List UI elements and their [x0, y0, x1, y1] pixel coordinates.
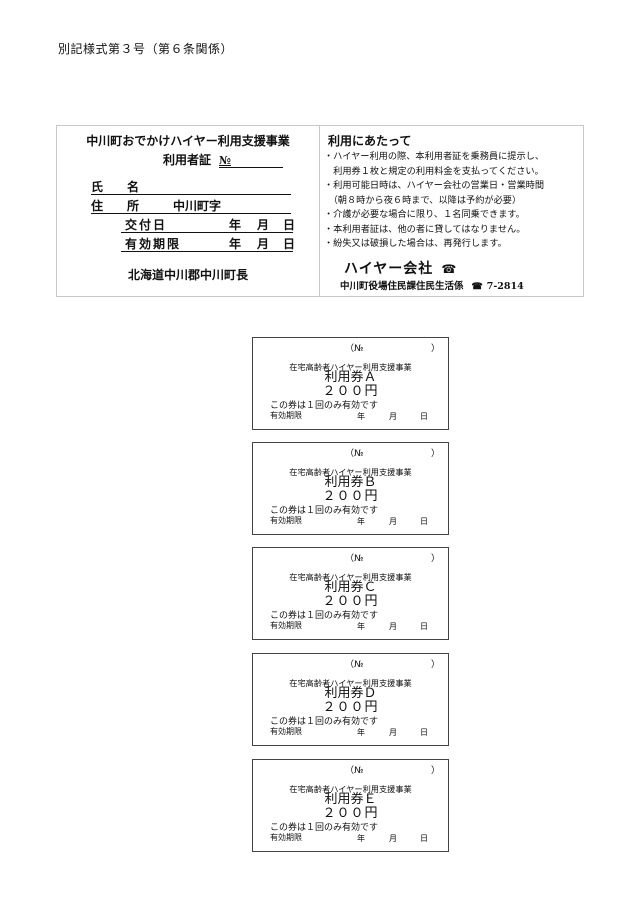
name-label-1: 氏: [91, 180, 104, 194]
issuer: 北海道中川郡中川町長: [127, 268, 248, 282]
ticket-day-label: 日: [420, 728, 428, 737]
usage-title: 利用にあたって: [328, 134, 412, 148]
phone-icon: ☎: [441, 262, 458, 276]
ticket-day-label: 日: [420, 412, 428, 421]
ticket-number-label: （№: [345, 660, 364, 670]
ticket-validity-note: この券は１回のみ有効です: [270, 823, 379, 833]
ticket-name: 利用券Ａ: [324, 370, 377, 385]
certificate-subtitle: 利用者証 №: [163, 151, 284, 168]
ticket-program: 在宅高齢者ハイヤー利用支援事業: [289, 678, 412, 688]
ticket-expiry-label: 有効期限: [270, 727, 302, 736]
ticket-month-label: 月: [389, 834, 397, 843]
issue-day-label: 日: [283, 218, 296, 232]
ticket-program: 在宅高齢者ハイヤー利用支援事業: [289, 784, 412, 794]
ticket-year-label: 年: [357, 728, 365, 737]
ticket-validity-note: この券は１回のみ有効です: [270, 717, 379, 727]
ticket-year-label: 年: [357, 834, 365, 843]
phone-icon: ☎: [471, 282, 483, 292]
certificate-number-field: №: [219, 154, 284, 168]
ticket: （№ ） 在宅高齢者ハイヤー利用支援事業 利用券Ｃ ２００円 この券は１回のみ有…: [252, 547, 449, 640]
ticket-number-close: ）: [431, 554, 441, 564]
office-line: 中川町役場住民課住民生活係 ☎7-2814: [340, 278, 524, 292]
usage-notes: ・ハイヤー利用の際、本利用者証を乗務員に提示し、 利用券１枚と規定の利用料金を支…: [324, 150, 580, 252]
ticket-month-label: 月: [389, 728, 397, 737]
ticket-number-label: （№: [345, 554, 364, 564]
certificate-back: 利用にあたって ・ハイヤー利用の際、本利用者証を乗務員に提示し、 利用券１枚と規…: [320, 126, 584, 296]
issue-year-label: 年: [229, 218, 242, 232]
ticket-month-label: 月: [389, 517, 397, 526]
name-field: 氏 名: [91, 178, 291, 195]
ticket-name: 利用券Ｃ: [324, 580, 377, 595]
ticket: （№ ） 在宅高齢者ハイヤー利用支援事業 利用券Ｂ ２００円 この券は１回のみ有…: [252, 442, 449, 535]
ticket-number-label: （№: [345, 344, 364, 354]
ticket-month-label: 月: [389, 412, 397, 421]
office-name: 中川町役場住民課住民生活係: [340, 281, 464, 292]
form-number: 別記様式第３号（第６条関係）: [58, 42, 234, 56]
usage-note: 利用券１枚と規定の利用料金を支払ってください。: [324, 165, 544, 177]
certificate-title: 中川町おでかけハイヤー利用支援事業: [86, 134, 290, 148]
ticket-program: 在宅高齢者ハイヤー利用支援事業: [289, 572, 412, 582]
ticket-number-close: ）: [431, 449, 441, 459]
usage-note: （朝８時から夜６時まで、以降は予約が必要）: [324, 194, 522, 206]
ticket-number-close: ）: [431, 766, 441, 776]
ticket-program: 在宅高齢者ハイヤー利用支援事業: [289, 362, 412, 372]
company-line: ハイヤー会社 ☎: [344, 258, 457, 278]
ticket-year-label: 年: [357, 517, 365, 526]
usage-note: ・介護が必要な場合に限り、１名同乗できます。: [324, 209, 525, 220]
issue-month-label: 月: [257, 218, 270, 232]
ticket-day-label: 日: [420, 834, 428, 843]
expiry-year-label: 年: [229, 237, 242, 251]
issue-date-field: 交付日 年 月 日: [121, 216, 296, 233]
ticket-expiry-label: 有効期限: [270, 516, 302, 525]
ticket-name: 利用券Ｂ: [324, 475, 377, 490]
ticket-amount: ２００円: [322, 384, 379, 399]
expiry-date-field: 有効期限 年 月 日: [121, 235, 296, 252]
usage-note: ・本利用者証は、他の者に貸してはなりません。: [324, 223, 526, 235]
expiry-day-label: 日: [283, 237, 296, 251]
usage-note: ・ハイヤー利用の際、本利用者証を乗務員に提示し、: [324, 151, 545, 162]
address-label-2: 所: [127, 199, 140, 213]
ticket-number-close: ）: [431, 660, 441, 670]
ticket-program: 在宅高齢者ハイヤー利用支援事業: [289, 467, 412, 477]
ticket-name: 利用券Ｄ: [324, 686, 377, 701]
ticket: （№ ） 在宅高齢者ハイヤー利用支援事業 利用券Ａ ２００円 この券は１回のみ有…: [252, 337, 449, 430]
certificate-front: 中川町おでかけハイヤー利用支援事業 利用者証 № 氏 名 住 所 中川町字 交付日…: [57, 126, 320, 296]
address-field: 住 所 中川町字: [91, 197, 291, 214]
ticket-validity-note: この券は１回のみ有効です: [270, 611, 379, 621]
subtitle-text: 利用者証: [163, 153, 212, 167]
ticket-validity-note: この券は１回のみ有効です: [270, 506, 379, 516]
ticket-year-label: 年: [357, 412, 365, 421]
issue-date-label: 交付日: [125, 218, 168, 232]
ticket-amount: ２００円: [322, 700, 379, 715]
ticket-amount: ２００円: [322, 806, 379, 821]
usage-note: ・利用可能日時は、ハイヤー会社の営業日・営業時間: [324, 180, 545, 191]
ticket: （№ ） 在宅高齢者ハイヤー利用支援事業 利用券Ｅ ２００円 この券は１回のみ有…: [252, 759, 449, 852]
ticket-amount: ２００円: [322, 594, 379, 609]
ticket-number-close: ）: [431, 344, 441, 354]
name-label-2: 名: [127, 180, 140, 194]
ticket-validity-note: この券は１回のみ有効です: [270, 401, 379, 411]
ticket-day-label: 日: [420, 517, 428, 526]
usage-note: ・紛失又は破損した場合は、再発行します。: [324, 238, 507, 249]
ticket-expiry-label: 有効期限: [270, 621, 302, 630]
ticket-name: 利用券Ｅ: [324, 792, 377, 807]
address-label-1: 住: [91, 199, 104, 213]
ticket-number-label: （№: [345, 449, 364, 459]
ticket-number-label: （№: [345, 766, 364, 776]
ticket-day-label: 日: [420, 622, 428, 631]
ticket: （№ ） 在宅高齢者ハイヤー利用支援事業 利用券Ｄ ２００円 この券は１回のみ有…: [252, 653, 449, 746]
address-value: 中川町字: [173, 199, 222, 213]
user-certificate: 中川町おでかけハイヤー利用支援事業 利用者証 № 氏 名 住 所 中川町字 交付日…: [56, 125, 584, 297]
ticket-amount: ２００円: [322, 489, 379, 504]
expiry-month-label: 月: [257, 237, 270, 251]
ticket-expiry-label: 有効期限: [270, 833, 302, 842]
ticket-expiry-label: 有効期限: [270, 411, 302, 420]
ticket-year-label: 年: [357, 622, 365, 631]
company-name: ハイヤー会社: [344, 261, 434, 277]
expiry-date-label: 有効期限: [125, 237, 182, 251]
ticket-month-label: 月: [389, 622, 397, 631]
office-phone: 7-2814: [486, 281, 524, 292]
